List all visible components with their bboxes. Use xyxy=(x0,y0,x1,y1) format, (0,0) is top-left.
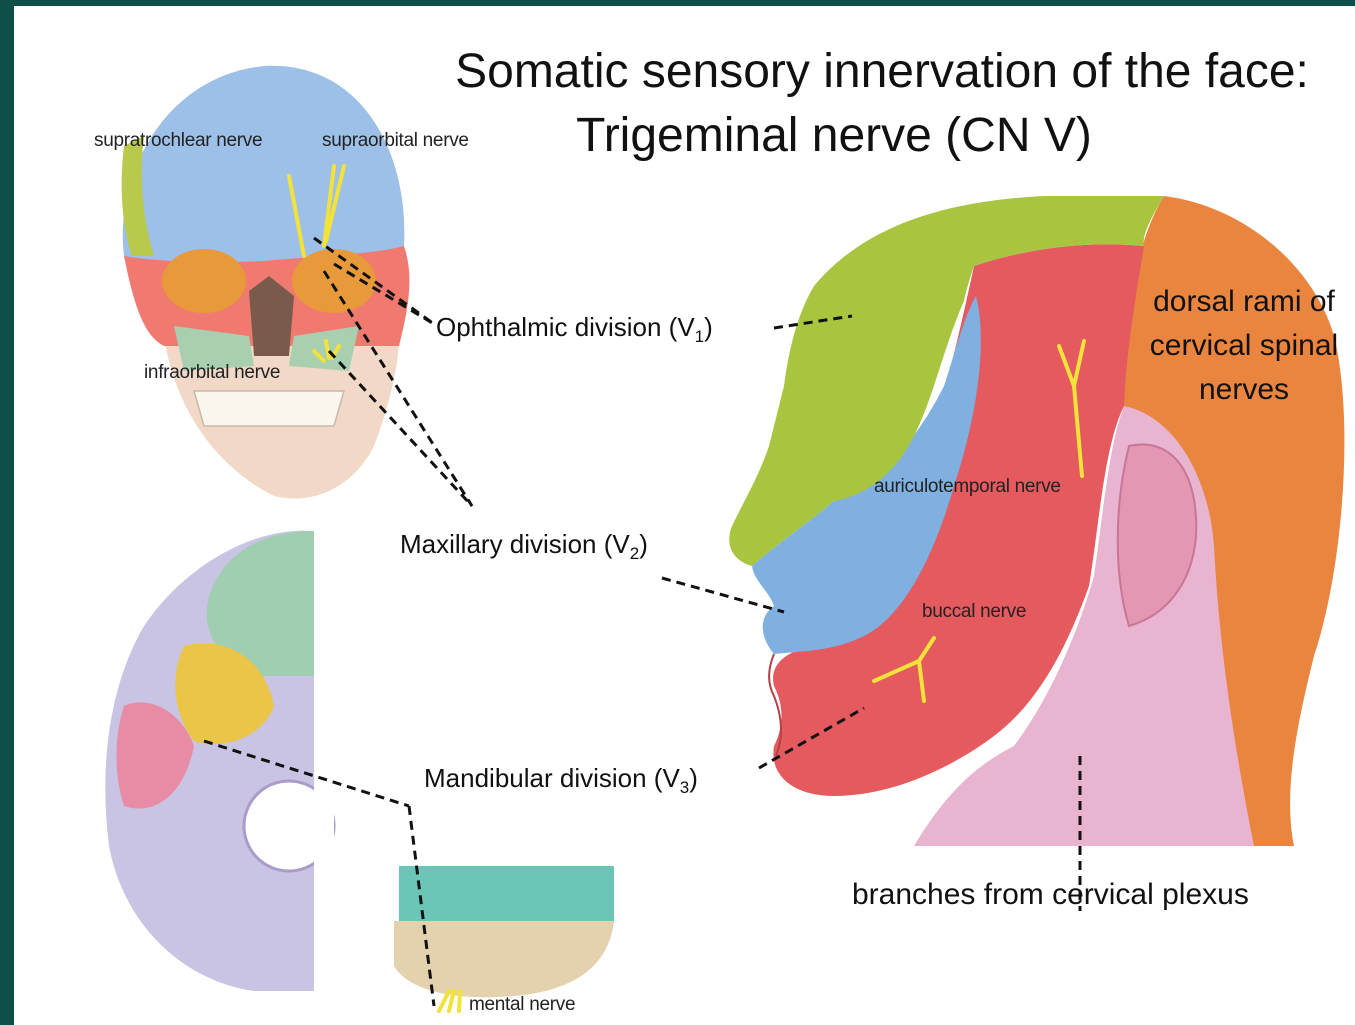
maxillary-division-label: Maxillary division (V2) xyxy=(400,529,648,564)
supratrochlear-nerve-label: supratrochlear nerve xyxy=(94,130,262,152)
ophthalmic-division-text: Ophthalmic division (V xyxy=(436,312,695,342)
mandibular-division-subscript: 3 xyxy=(680,778,689,797)
infraorbital-nerve-label: infraorbital nerve xyxy=(144,362,280,384)
slide: Somatic sensory innervation of the face:… xyxy=(14,6,1355,1025)
dorsal-rami-label: dorsal rami of cervical spinal nerves xyxy=(1134,280,1354,412)
skull-base xyxy=(105,526,334,1006)
maxillary-division-text: Maxillary division (V xyxy=(400,529,630,559)
mandibular-division-text: Mandibular division (V xyxy=(424,763,680,793)
mandible xyxy=(394,866,614,1011)
maxilla-teeth-block xyxy=(399,866,614,921)
ophthalmic-division-close: ) xyxy=(704,312,713,342)
auriculotemporal-nerve-label: auriculotemporal nerve xyxy=(874,476,1061,498)
title-line-1: Somatic sensory innervation of the face: xyxy=(409,44,1355,100)
mental-nerve-label: mental nerve xyxy=(469,994,575,1016)
maxillary-division-subscript: 2 xyxy=(630,544,639,563)
skull-base-cut xyxy=(314,526,334,1006)
buccal-nerve-label: buccal nerve xyxy=(922,601,1026,623)
teeth-upper xyxy=(194,391,344,426)
mandibular-division-close: ) xyxy=(689,763,698,793)
maxillary-division-close: ) xyxy=(639,529,648,559)
title-line-2: Trigeminal nerve (CN V) xyxy=(454,108,1214,164)
ophthalmic-division-label: Ophthalmic division (V1) xyxy=(436,312,713,347)
dorsal-rami-line-1: dorsal rami of xyxy=(1134,280,1354,324)
mandibular-division-label: Mandibular division (V3) xyxy=(424,763,698,798)
cervical-plexus-label: branches from cervical plexus xyxy=(852,878,1249,912)
dorsal-rami-line-2: cervical spinal xyxy=(1134,324,1354,368)
dorsal-rami-line-3: nerves xyxy=(1134,368,1354,412)
supraorbital-nerve-label: supraorbital nerve xyxy=(322,130,469,152)
ophthalmic-division-subscript: 1 xyxy=(695,327,704,346)
orbit-left xyxy=(162,249,246,313)
skull-dome xyxy=(123,66,405,262)
